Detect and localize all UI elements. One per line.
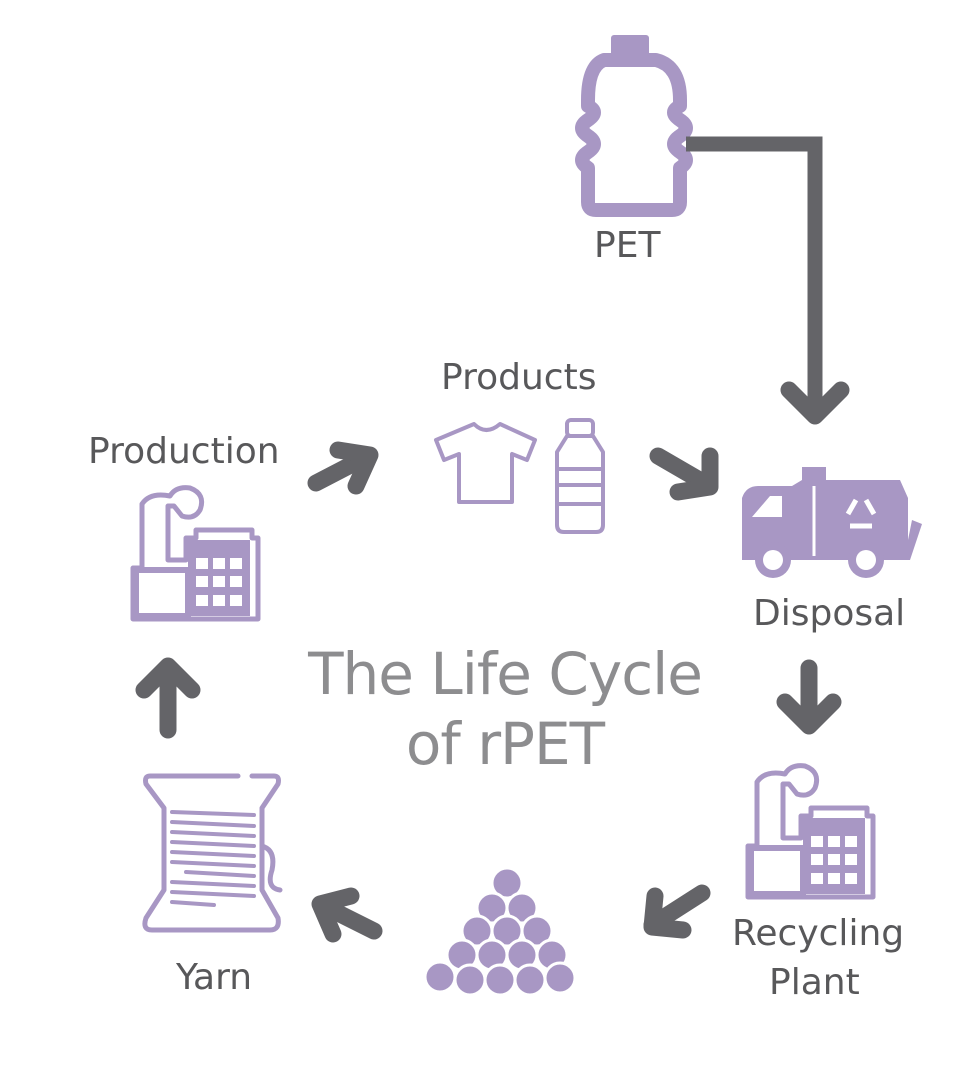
label-production: Production [88, 431, 280, 472]
yarn-spool-icon [142, 773, 283, 933]
title-line-1: The Life Cycle [308, 640, 703, 708]
arrow-disposal-to-recycling [776, 659, 842, 735]
arrow-products-to-disposal [649, 447, 719, 501]
title-line-2: of rPET [405, 709, 605, 778]
label-pet: PET [594, 225, 661, 266]
garbage-truck-icon [742, 467, 922, 578]
arrow-yarn-to-production [135, 657, 201, 739]
label-disposal: Disposal [753, 593, 906, 634]
tshirt-icon [434, 422, 537, 504]
water-bottle-icon [555, 418, 605, 534]
production-factory-icon [130, 485, 261, 622]
diagram-title: The Life Cycle of rPET [290, 640, 720, 779]
arrow-production-to-products [307, 441, 379, 495]
label-recycling-plant-line1: Recycling [732, 913, 905, 954]
recycle-symbol-icon [845, 498, 877, 529]
arrow-recycling-to-pellets [643, 884, 711, 939]
recycling-plant-factory-icon [745, 763, 876, 900]
arrow-pet-to-disposal [686, 136, 850, 425]
label-yarn: Yarn [176, 957, 253, 998]
label-products: Products [441, 357, 597, 398]
label-recycling-plant-line2: Plant [769, 962, 860, 1003]
arrow-pellets-to-yarn [311, 887, 383, 943]
pellets-pyramid-icon [423, 866, 577, 997]
pet-bottle-icon [575, 35, 693, 217]
